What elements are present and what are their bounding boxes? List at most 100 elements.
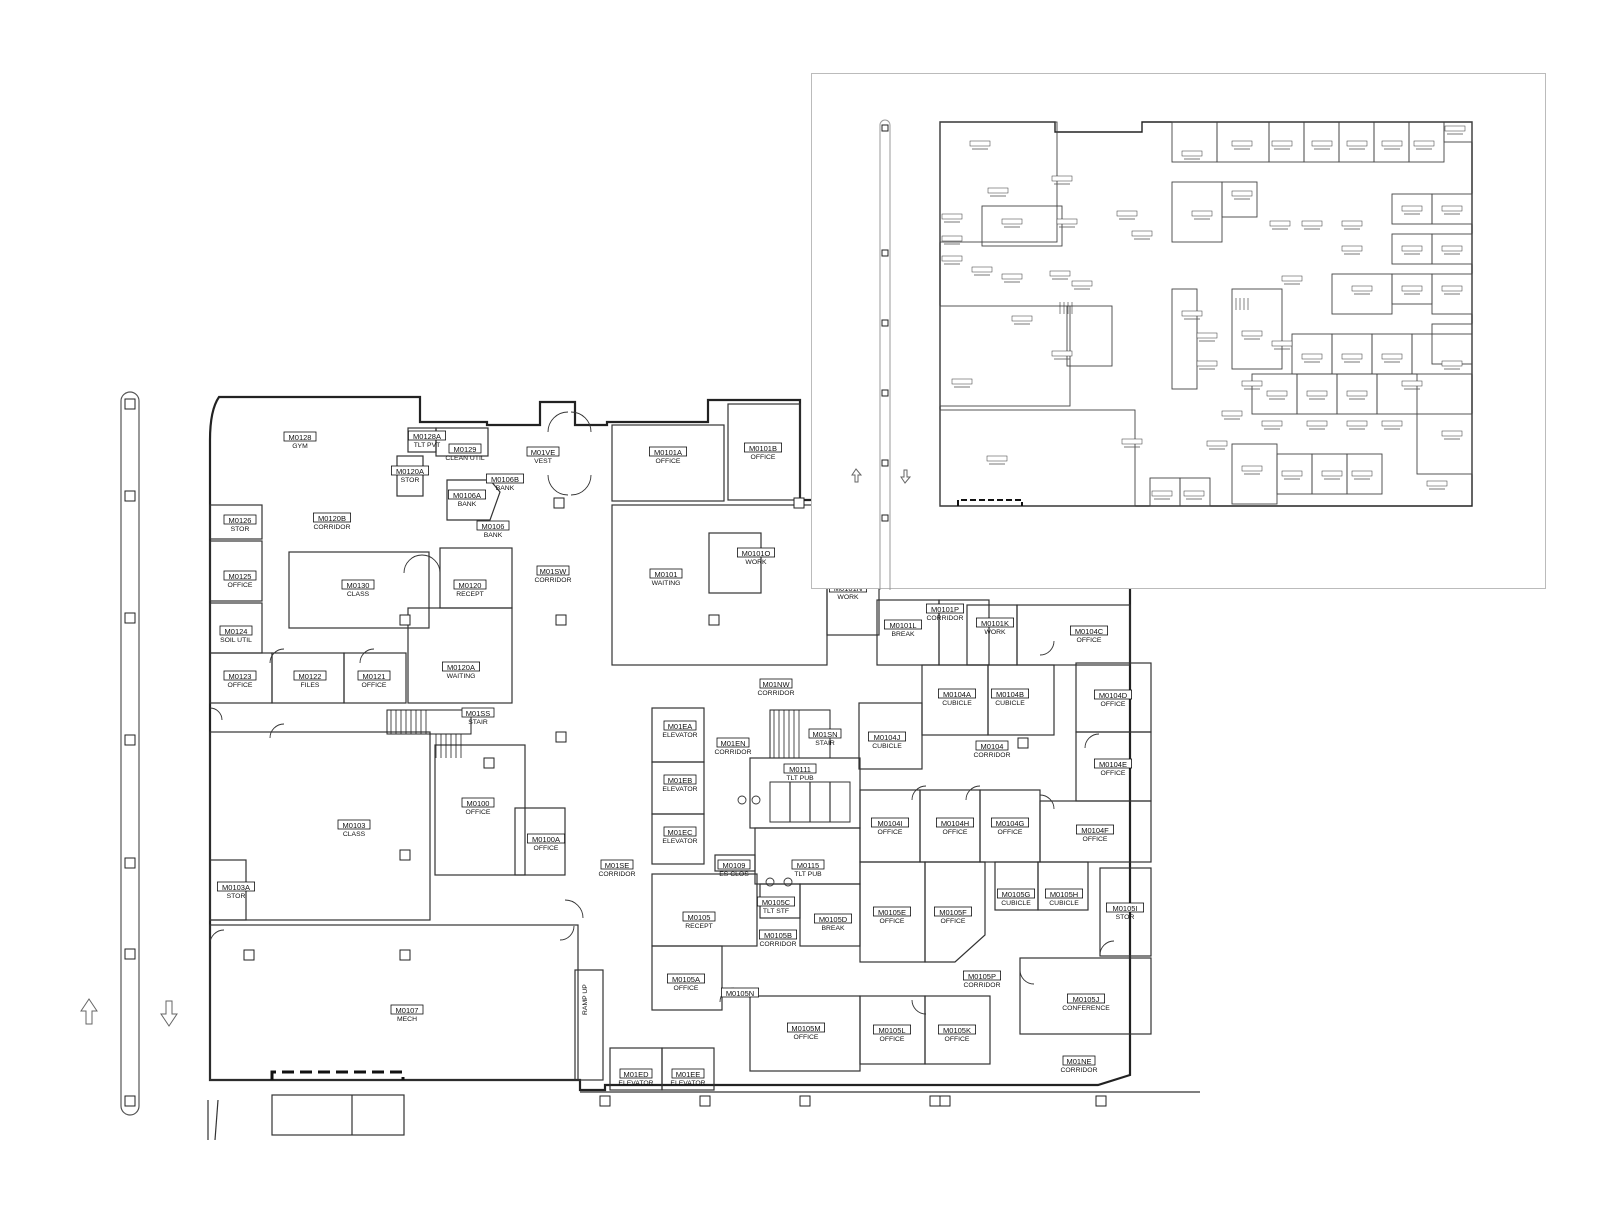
room-code: M0101P [931,605,959,614]
overview-minimap[interactable] [811,73,1546,590]
room-name: CORRIDOR [1060,1067,1097,1074]
room-name: STOR [1116,914,1135,921]
room-name: CORRIDOR [598,871,635,878]
room-code: M0105B [764,931,792,940]
down-arrow-icon[interactable] [160,1000,178,1027]
room-name: FILES [301,682,320,689]
room-name: CUBICLE [995,700,1025,707]
room-code: M0105J [1073,995,1100,1004]
room-name: STAIR [815,740,835,747]
room-code: M0105H [1050,890,1078,899]
scroll-rail[interactable] [120,391,140,1116]
room-name: OFFICE [1101,770,1126,777]
room-code: M0105D [819,915,848,924]
room-name: SOIL UTIL [220,637,252,644]
room-code: M0104B [996,690,1024,699]
room-name: TLT PUB [786,775,814,782]
room-name: OFFICE [656,458,681,465]
room-name: WORK [984,629,1006,636]
room-name: OFFICE [943,829,968,836]
room-code: M0105F [939,908,967,917]
room-code: M0101A [654,448,682,457]
up-arrow-icon[interactable] [80,998,98,1025]
room-label-m0105n[interactable]: M0105N [721,987,760,998]
room-name: RECEPT [456,591,484,598]
room-code: M0104A [943,690,971,699]
